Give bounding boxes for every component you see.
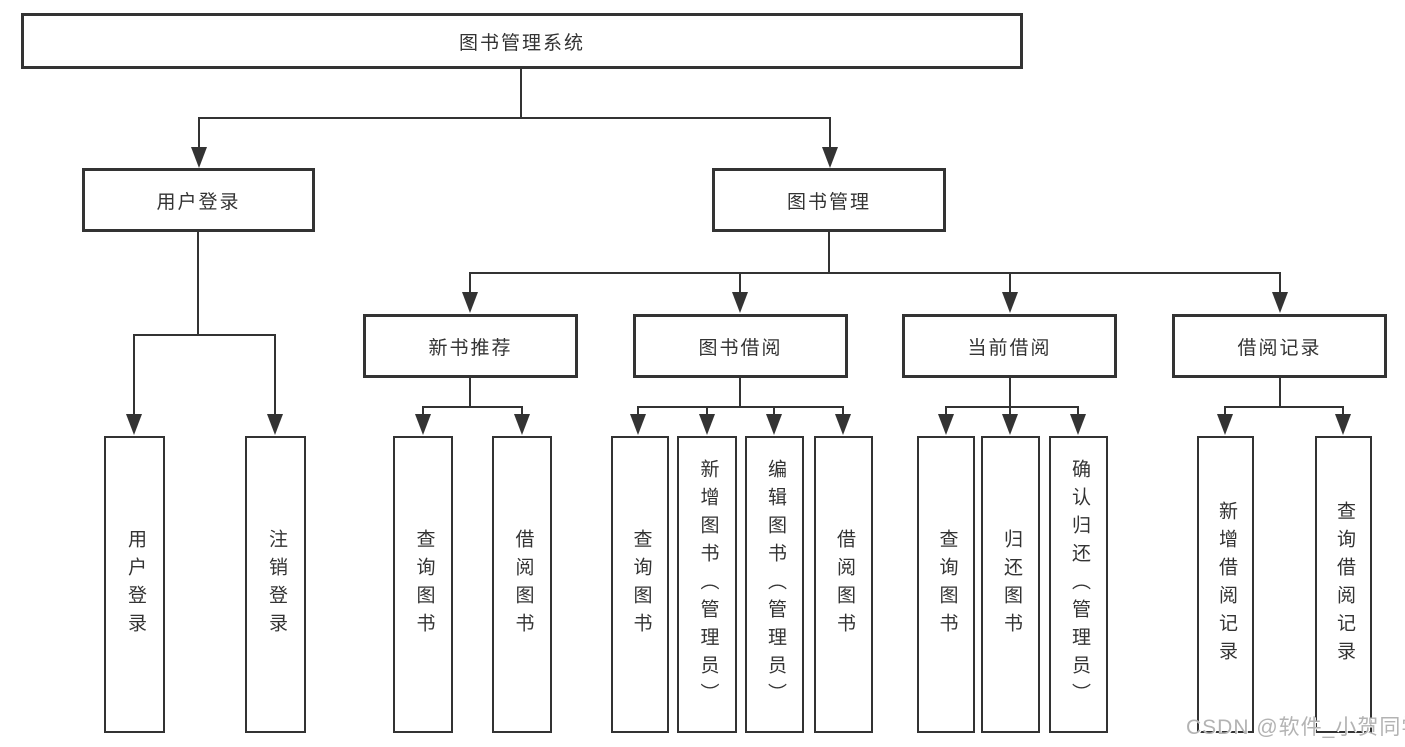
node-user-login: 用户登录	[82, 168, 315, 232]
arrow-down-icon	[191, 147, 207, 168]
connector-line	[842, 406, 844, 416]
connector-line	[637, 406, 639, 416]
arrow-down-icon	[732, 292, 748, 313]
node-current-borrowing-label: 当前借阅	[967, 337, 1052, 359]
connector-line	[829, 117, 831, 150]
arrow-down-icon	[822, 147, 838, 168]
connector-line	[706, 406, 708, 416]
arrow-down-icon	[1002, 292, 1018, 313]
arrow-down-icon	[415, 414, 431, 435]
arrow-down-icon	[699, 414, 715, 435]
leaf-add-borrow-record-label: 新增借阅记录	[1215, 500, 1237, 669]
node-book-management: 图书管理	[712, 168, 946, 232]
connector-line	[945, 406, 947, 416]
leaf-logout-label: 注销登录	[265, 528, 287, 641]
leaf-query-borrow-record: 查询借阅记录	[1315, 436, 1372, 733]
connector-line	[1009, 378, 1011, 408]
connector-line	[1009, 406, 1011, 416]
arrow-down-icon	[1335, 414, 1351, 435]
node-book-management-label: 图书管理	[786, 191, 871, 213]
node-borrowing-records: 借阅记录	[1172, 314, 1387, 378]
leaf-current-query-books-label: 查询图书	[936, 528, 958, 641]
connector-line	[520, 69, 522, 119]
connector-line	[739, 272, 741, 294]
leaf-user-login-label: 用户登录	[124, 528, 146, 641]
node-new-book-recommendation-label: 新书推荐	[428, 337, 513, 359]
connector-line	[469, 272, 1281, 274]
connector-line	[828, 232, 830, 274]
node-root: 图书管理系统	[21, 13, 1023, 69]
leaf-current-query-books: 查询图书	[917, 436, 975, 733]
connector-line	[197, 232, 199, 336]
leaf-borrowing-borrow-books-label: 借阅图书	[833, 528, 855, 641]
arrow-down-icon	[1217, 414, 1233, 435]
leaf-add-book-admin-label: 新增图书（管理员）	[697, 458, 719, 711]
leaf-recommend-borrow-books-label: 借阅图书	[512, 528, 534, 641]
arrow-down-icon	[766, 414, 782, 435]
arrow-down-icon	[126, 414, 142, 435]
leaf-recommend-query-books-label: 查询图书	[413, 528, 435, 641]
connector-line	[422, 406, 424, 416]
node-current-borrowing: 当前借阅	[902, 314, 1117, 378]
connector-line	[637, 406, 844, 408]
leaf-borrowing-borrow-books: 借阅图书	[814, 436, 873, 733]
leaf-confirm-return-admin: 确认归还（管理员）	[1049, 436, 1108, 733]
connector-line	[198, 117, 831, 119]
arrow-down-icon	[1070, 414, 1086, 435]
connector-line	[469, 272, 471, 294]
connector-line	[1342, 406, 1344, 416]
connector-line	[521, 406, 523, 416]
connector-line	[773, 406, 775, 416]
leaf-add-book-admin: 新增图书（管理员）	[677, 436, 737, 733]
connector-line	[1077, 406, 1079, 416]
node-root-label: 图书管理系统	[458, 32, 585, 54]
leaf-confirm-return-admin-label: 确认归还（管理员）	[1068, 458, 1090, 711]
leaf-edit-book-admin-label: 编辑图书（管理员）	[764, 458, 786, 711]
connector-line	[198, 117, 200, 150]
node-user-login-label: 用户登录	[156, 191, 241, 213]
node-new-book-recommendation: 新书推荐	[363, 314, 578, 378]
leaf-borrowing-query-books: 查询图书	[611, 436, 669, 733]
arrow-down-icon	[267, 414, 283, 435]
leaf-return-books: 归还图书	[981, 436, 1040, 733]
arrow-down-icon	[514, 414, 530, 435]
arrow-down-icon	[630, 414, 646, 435]
connector-line	[469, 378, 471, 408]
leaf-logout: 注销登录	[245, 436, 306, 733]
arrow-down-icon	[462, 292, 478, 313]
arrow-down-icon	[938, 414, 954, 435]
leaf-recommend-borrow-books: 借阅图书	[492, 436, 552, 733]
arrow-down-icon	[1272, 292, 1288, 313]
connector-line	[1224, 406, 1344, 408]
csdn-watermark: CSDN @软件_小贺同学	[1186, 716, 1405, 739]
connector-line	[1009, 272, 1011, 294]
node-book-borrowing-label: 图书借阅	[698, 337, 783, 359]
node-borrowing-records-label: 借阅记录	[1237, 337, 1322, 359]
leaf-edit-book-admin: 编辑图书（管理员）	[745, 436, 804, 733]
arrow-down-icon	[1002, 414, 1018, 435]
node-book-borrowing: 图书借阅	[633, 314, 848, 378]
connector-line	[1224, 406, 1226, 416]
leaf-recommend-query-books: 查询图书	[393, 436, 453, 733]
connector-line	[1279, 378, 1281, 408]
connector-line	[739, 378, 741, 408]
leaf-query-borrow-record-label: 查询借阅记录	[1333, 500, 1355, 669]
leaf-return-books-label: 归还图书	[1000, 528, 1022, 641]
arrow-down-icon	[835, 414, 851, 435]
leaf-add-borrow-record: 新增借阅记录	[1197, 436, 1254, 733]
connector-line	[133, 334, 135, 416]
connector-line	[274, 334, 276, 416]
leaf-borrowing-query-books-label: 查询图书	[630, 528, 652, 641]
connector-line	[945, 406, 1079, 408]
leaf-user-login: 用户登录	[104, 436, 165, 733]
connector-line	[1279, 272, 1281, 294]
connector-line	[422, 406, 523, 408]
connector-line	[133, 334, 276, 336]
